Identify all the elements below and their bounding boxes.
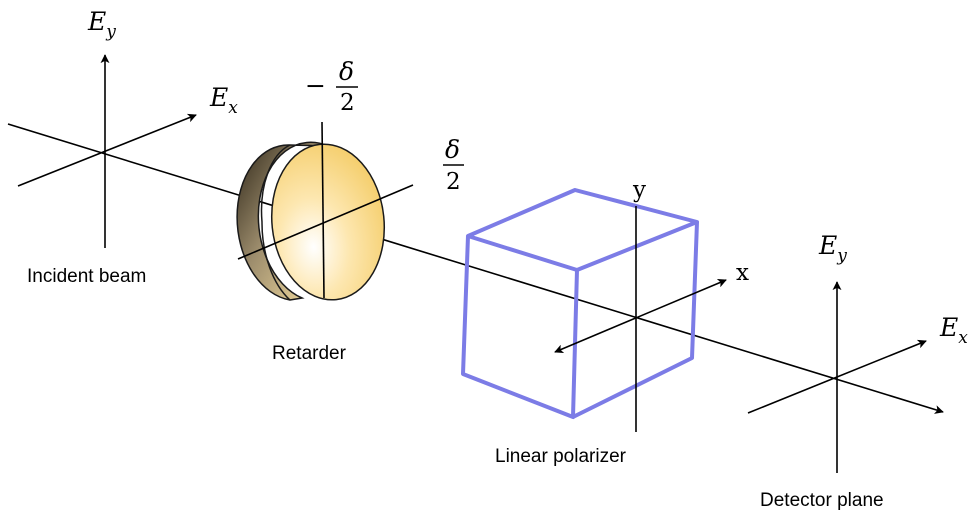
svg-text:−: −: [305, 71, 326, 100]
svg-text:δ: δ: [339, 57, 354, 86]
polarizer-x-label: x: [736, 260, 749, 286]
incident-axes: [17, 54, 197, 248]
detector-axes: [747, 281, 927, 473]
optical-axis-line: [7, 123, 944, 414]
retarder-rim: [236, 141, 329, 301]
retarder-axis-vertical: [321, 121, 325, 299]
retarder-phase-negative: − δ 2: [305, 57, 358, 116]
incident-ex-axis: [17, 113, 197, 187]
detector-ex-label: Ex: [939, 313, 968, 348]
retarder-axis-oblique: [237, 184, 414, 260]
detector-ey-label: Ey: [818, 231, 847, 266]
svg-text:δ: δ: [445, 135, 460, 164]
detector-plane-caption: Detector plane: [760, 490, 884, 511]
incident-ey-label: Ey: [87, 7, 116, 42]
linear-polarizer-caption: Linear polarizer: [495, 446, 627, 467]
retarder-face: [270, 143, 386, 301]
polarizer-x-axis: [554, 278, 727, 354]
retarder-disk: [236, 121, 414, 301]
svg-text:2: 2: [340, 90, 355, 116]
retarder-caption: Retarder: [272, 343, 347, 364]
incident-ex-label: Ex: [209, 83, 238, 118]
detector-ex-axis: [747, 339, 927, 414]
svg-text:2: 2: [446, 169, 461, 195]
polarizer-y-label: y: [632, 177, 646, 203]
incident-beam-caption: Incident beam: [27, 266, 146, 287]
retarder-phase-positive: δ 2: [443, 135, 464, 195]
linear-polarizer-cube: [461, 188, 727, 432]
